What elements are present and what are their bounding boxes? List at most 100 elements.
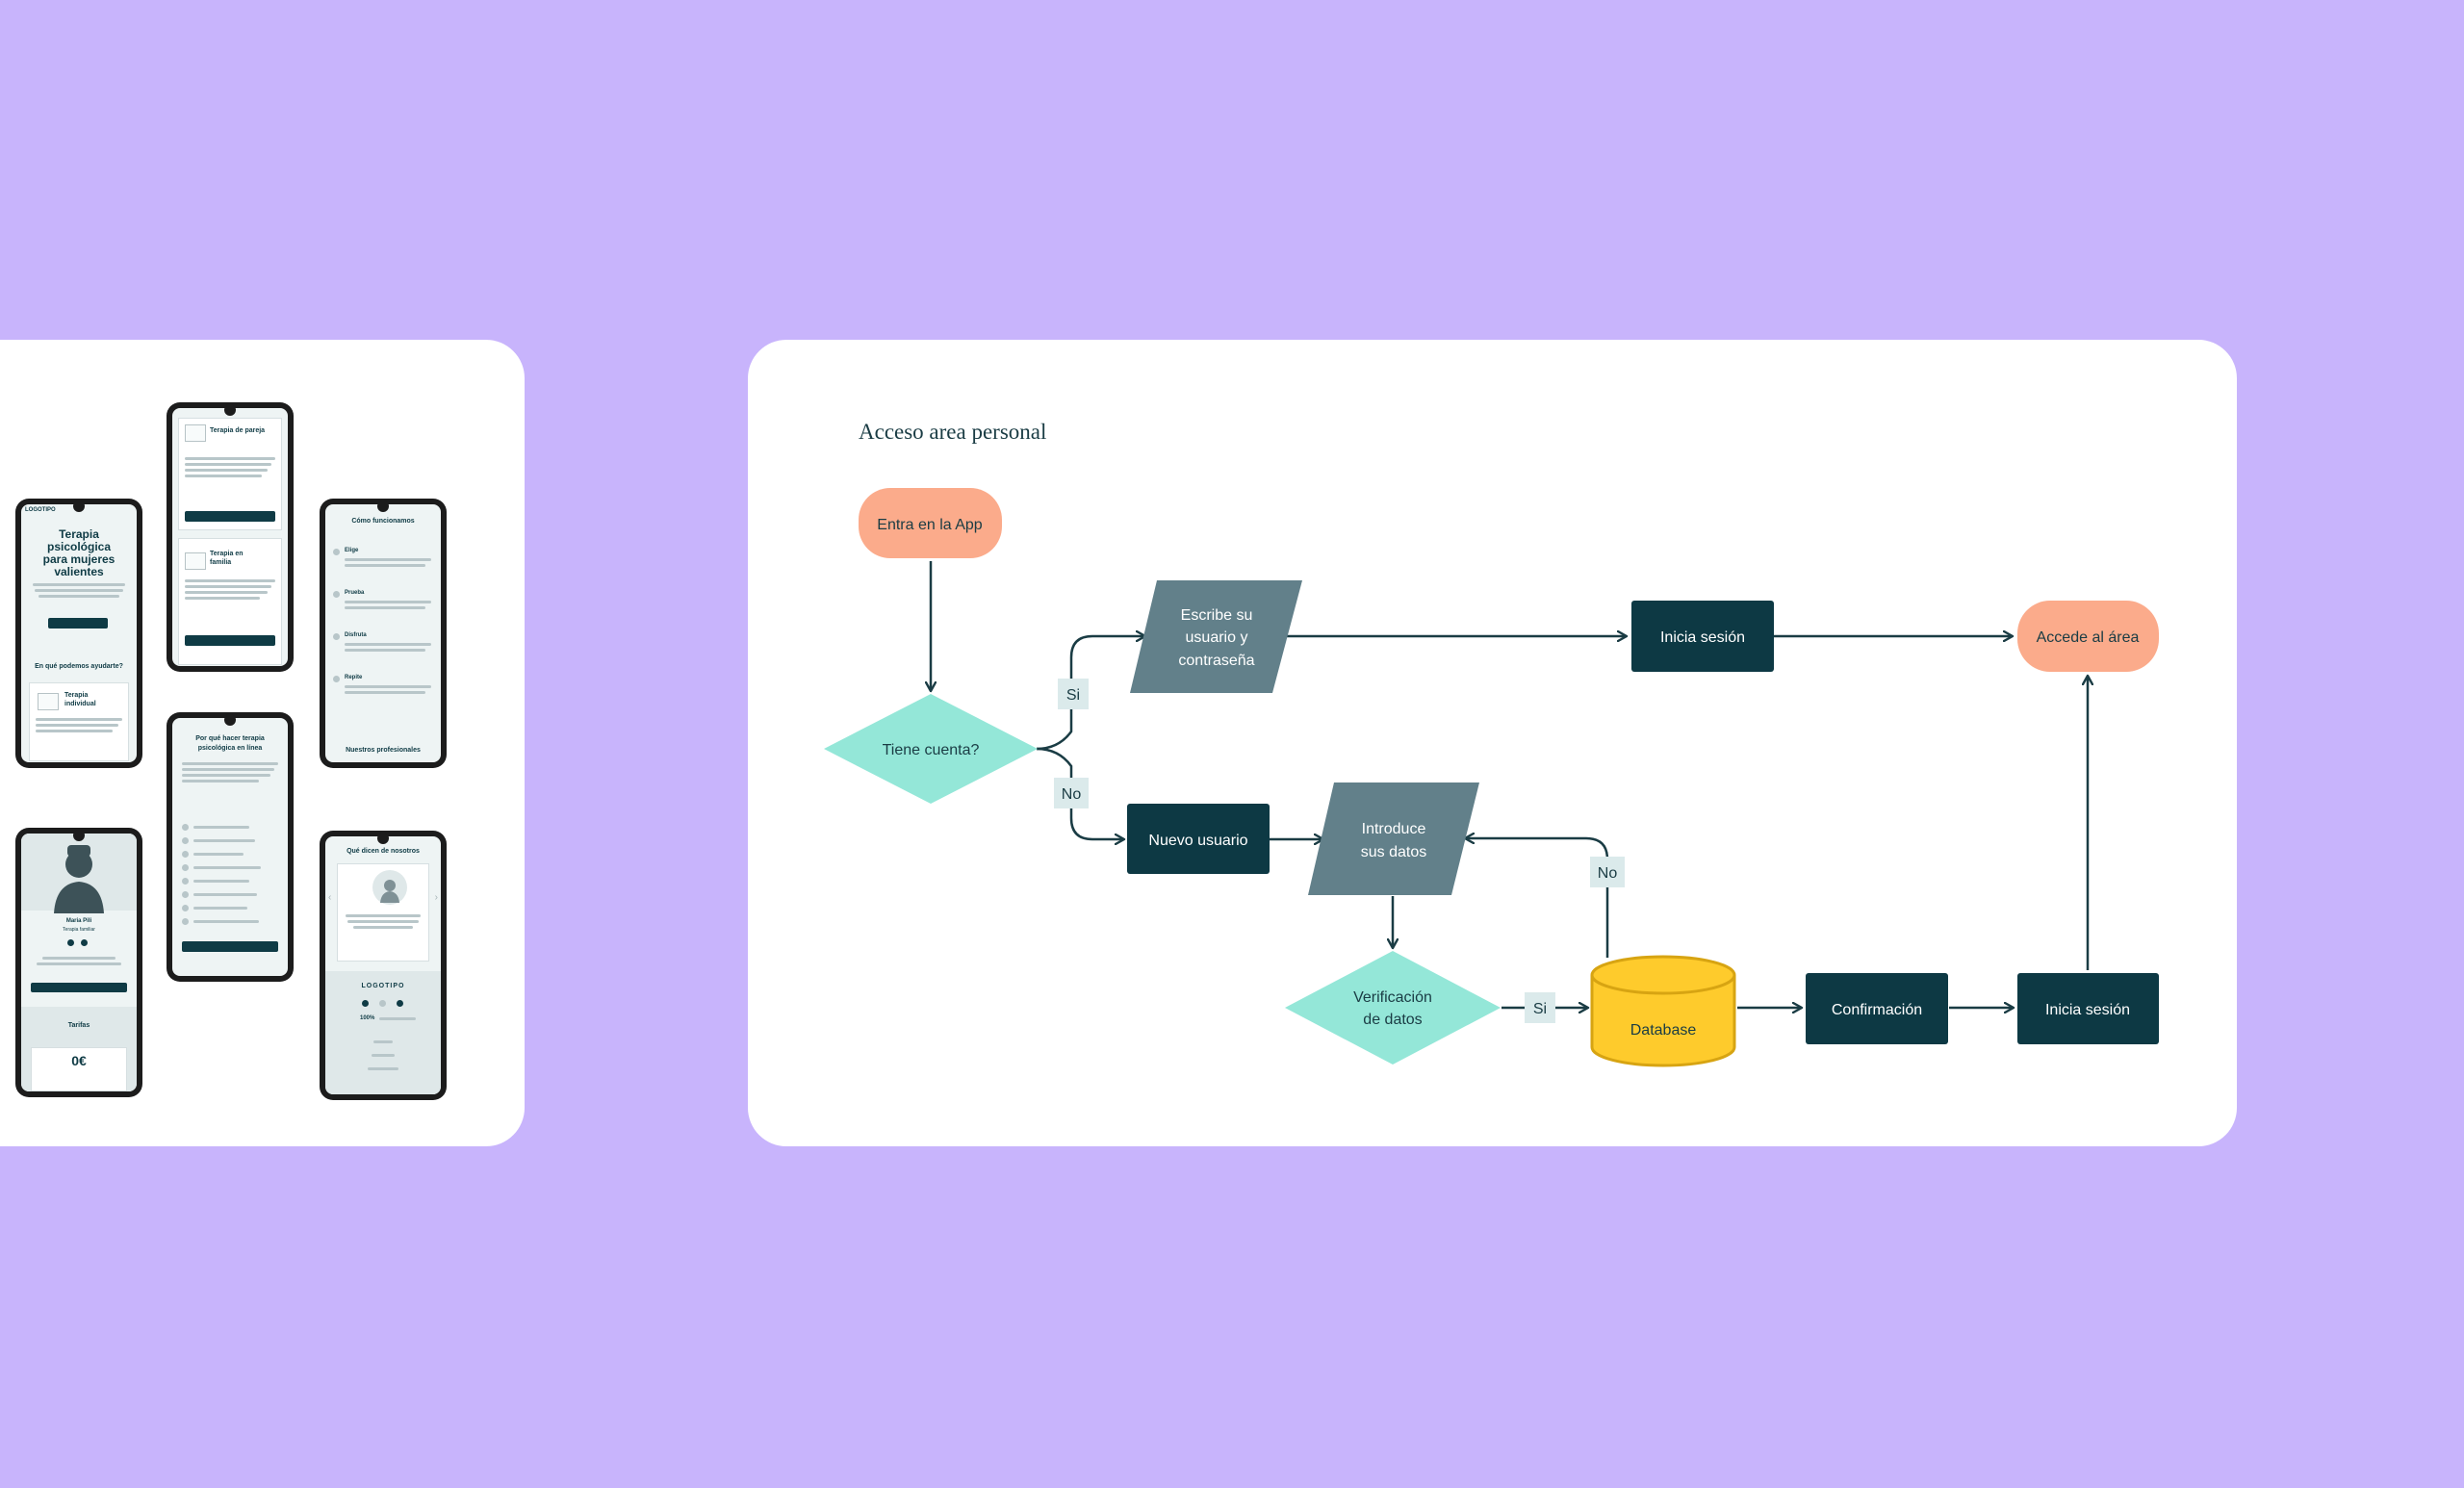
mockup-step-3: Disfruta: [345, 632, 367, 638]
edge-labels: Si No No Si: [1054, 679, 1625, 1023]
mockup-text-line: [182, 762, 278, 765]
social-dot-icon: [362, 1000, 369, 1007]
mockup-title-1: Por qué hacer terapia: [195, 735, 265, 742]
phone-screen: Terapia de pareja Terapia en familia: [172, 408, 288, 666]
mockup-card-button: [185, 511, 275, 522]
avatar-silhouette-icon: [380, 880, 399, 903]
node-credentials: Escribe su usuario y contraseña: [1130, 580, 1302, 693]
mockup-text-line: [345, 558, 431, 561]
phone-notch: [73, 830, 85, 841]
phone-mockup-how-it-works: Cómo funcionamos Elige Prueba Disfruta R…: [320, 499, 447, 768]
mockup-text-line: [33, 583, 125, 586]
mockup-profile-role: Terapia familiar: [63, 927, 95, 933]
mockup-footer-logo: LOGOTIPO: [361, 983, 405, 989]
mockup-card-title: Terapia de pareja: [210, 427, 266, 434]
mockup-hero-title-3: para mujeres: [42, 552, 116, 566]
node-access: Accede al área: [2017, 601, 2159, 672]
mockup-text-line: [185, 579, 275, 582]
mockup-text-line: [379, 1017, 416, 1020]
mockup-text-line: [36, 718, 122, 721]
mockup-service-card: Terapia de pareja: [178, 418, 282, 530]
mockup-text-line: [373, 1040, 393, 1043]
node-database-label: Database: [1630, 1022, 1697, 1039]
image-placeholder-icon: [185, 424, 206, 442]
node-start-shape: [859, 488, 1002, 558]
mockup-text-line: [193, 920, 259, 923]
benefit-bullet-icon: [182, 918, 189, 925]
node-verify-label-2: de datos: [1363, 1012, 1422, 1028]
mockup-cta-button: [182, 941, 278, 952]
phone-mockup-profile: Maria Pili Terapia familiar Tarifas 0€: [15, 828, 142, 1097]
node-login-bottom-shape: [2017, 973, 2159, 1044]
edge-label-yes-bottom: Si: [1533, 1001, 1547, 1017]
mockup-service-card: Terapia en familia: [178, 538, 282, 665]
edge-label-box: [1058, 679, 1089, 709]
edges: [931, 561, 2088, 1008]
mockup-text-line: [36, 724, 118, 727]
phone-notch: [224, 714, 236, 726]
carousel-left-chevron-icon: ‹: [328, 892, 332, 903]
footer-section: [325, 971, 441, 1094]
mockup-text-line: [185, 585, 271, 588]
mockup-text-line: [345, 601, 431, 603]
edge-label-box: [1054, 778, 1089, 808]
node-login-bottom-label: Inicia sesión: [2045, 1002, 2130, 1018]
mockup-text-line: [182, 780, 259, 782]
step-bullet-icon: [333, 676, 340, 682]
mockup-text-line: [185, 457, 275, 460]
mockup-card-title-2: familia: [210, 559, 232, 566]
node-verify-label-1: Verificación: [1353, 989, 1432, 1006]
edge-database-to-enter-data: [1465, 838, 1609, 958]
mockup-text-line: [35, 589, 123, 592]
mockup-profile-name: Maria Pili: [65, 918, 92, 924]
mockup-text-line: [372, 1054, 395, 1057]
mockup-text-line: [36, 730, 113, 732]
mockup-text-line: [38, 595, 119, 598]
node-decision-label: Tiene cuenta?: [883, 742, 980, 758]
edge-label-no-left: No: [1062, 786, 1082, 803]
node-login-top-label: Inicia sesión: [1660, 629, 1745, 646]
node-start: Entra en la App: [859, 488, 1002, 558]
social-dot-icon: [379, 1000, 386, 1007]
node-enter-data-label-1: Introduce: [1362, 821, 1426, 837]
mockup-text-line: [193, 826, 249, 829]
node-login-bottom: Inicia sesión: [2017, 973, 2159, 1044]
edge-label-box: [1525, 992, 1555, 1023]
node-access-label: Accede al área: [2037, 629, 2140, 646]
mockup-title-2: psicológica en línea: [197, 745, 263, 752]
node-new-user-label: Nuevo usuario: [1148, 833, 1247, 849]
mockup-step-4: Repite: [345, 675, 363, 680]
phone-notch: [224, 404, 236, 416]
phone-mockup-testimonials: Qué dicen de nosotros ‹ › LOGOTIPO 100%: [320, 831, 447, 1100]
diagram-title: Acceso area personal: [859, 420, 1047, 444]
testimonial-card: [337, 863, 429, 962]
node-decision: Tiene cuenta?: [824, 694, 1038, 804]
benefit-bullet-icon: [182, 878, 189, 885]
benefit-bullet-icon: [182, 824, 189, 831]
image-placeholder-icon: [185, 552, 206, 570]
phone-notch: [73, 500, 85, 512]
mockup-card-title-2: individual: [64, 701, 96, 707]
edge-decision-to-new-user: [1036, 747, 1124, 839]
node-login-top: Inicia sesión: [1631, 601, 1774, 672]
node-new-user-shape: [1127, 804, 1270, 874]
mockup-section-title: Cómo funcionamos: [351, 518, 415, 525]
node-start-label: Entra en la App: [877, 517, 983, 533]
mockup-text-line: [345, 564, 425, 567]
phone-screen: Cómo funcionamos Elige Prueba Disfruta R…: [325, 504, 441, 762]
node-enter-data: Introduce sus datos: [1308, 782, 1479, 895]
node-confirm-label: Confirmación: [1832, 1002, 1922, 1018]
mockup-card-title-1: Terapia en: [210, 551, 244, 557]
node-database-top: [1590, 955, 1736, 995]
mockup-text-line: [193, 893, 257, 896]
mockup-text-line: [182, 774, 270, 777]
mockup-pricing-title: Tarifas: [67, 1022, 90, 1029]
mockup-section-title: Qué dicen de nosotros: [346, 848, 420, 855]
node-credentials-label-3: contraseña: [1178, 653, 1254, 669]
phone-screen: Maria Pili Terapia familiar Tarifas 0€: [21, 834, 137, 1091]
mockup-text-line: [185, 463, 271, 466]
mockup-text-line: [37, 962, 121, 965]
step-bullet-icon: [333, 633, 340, 640]
mockup-text-line: [193, 907, 247, 910]
